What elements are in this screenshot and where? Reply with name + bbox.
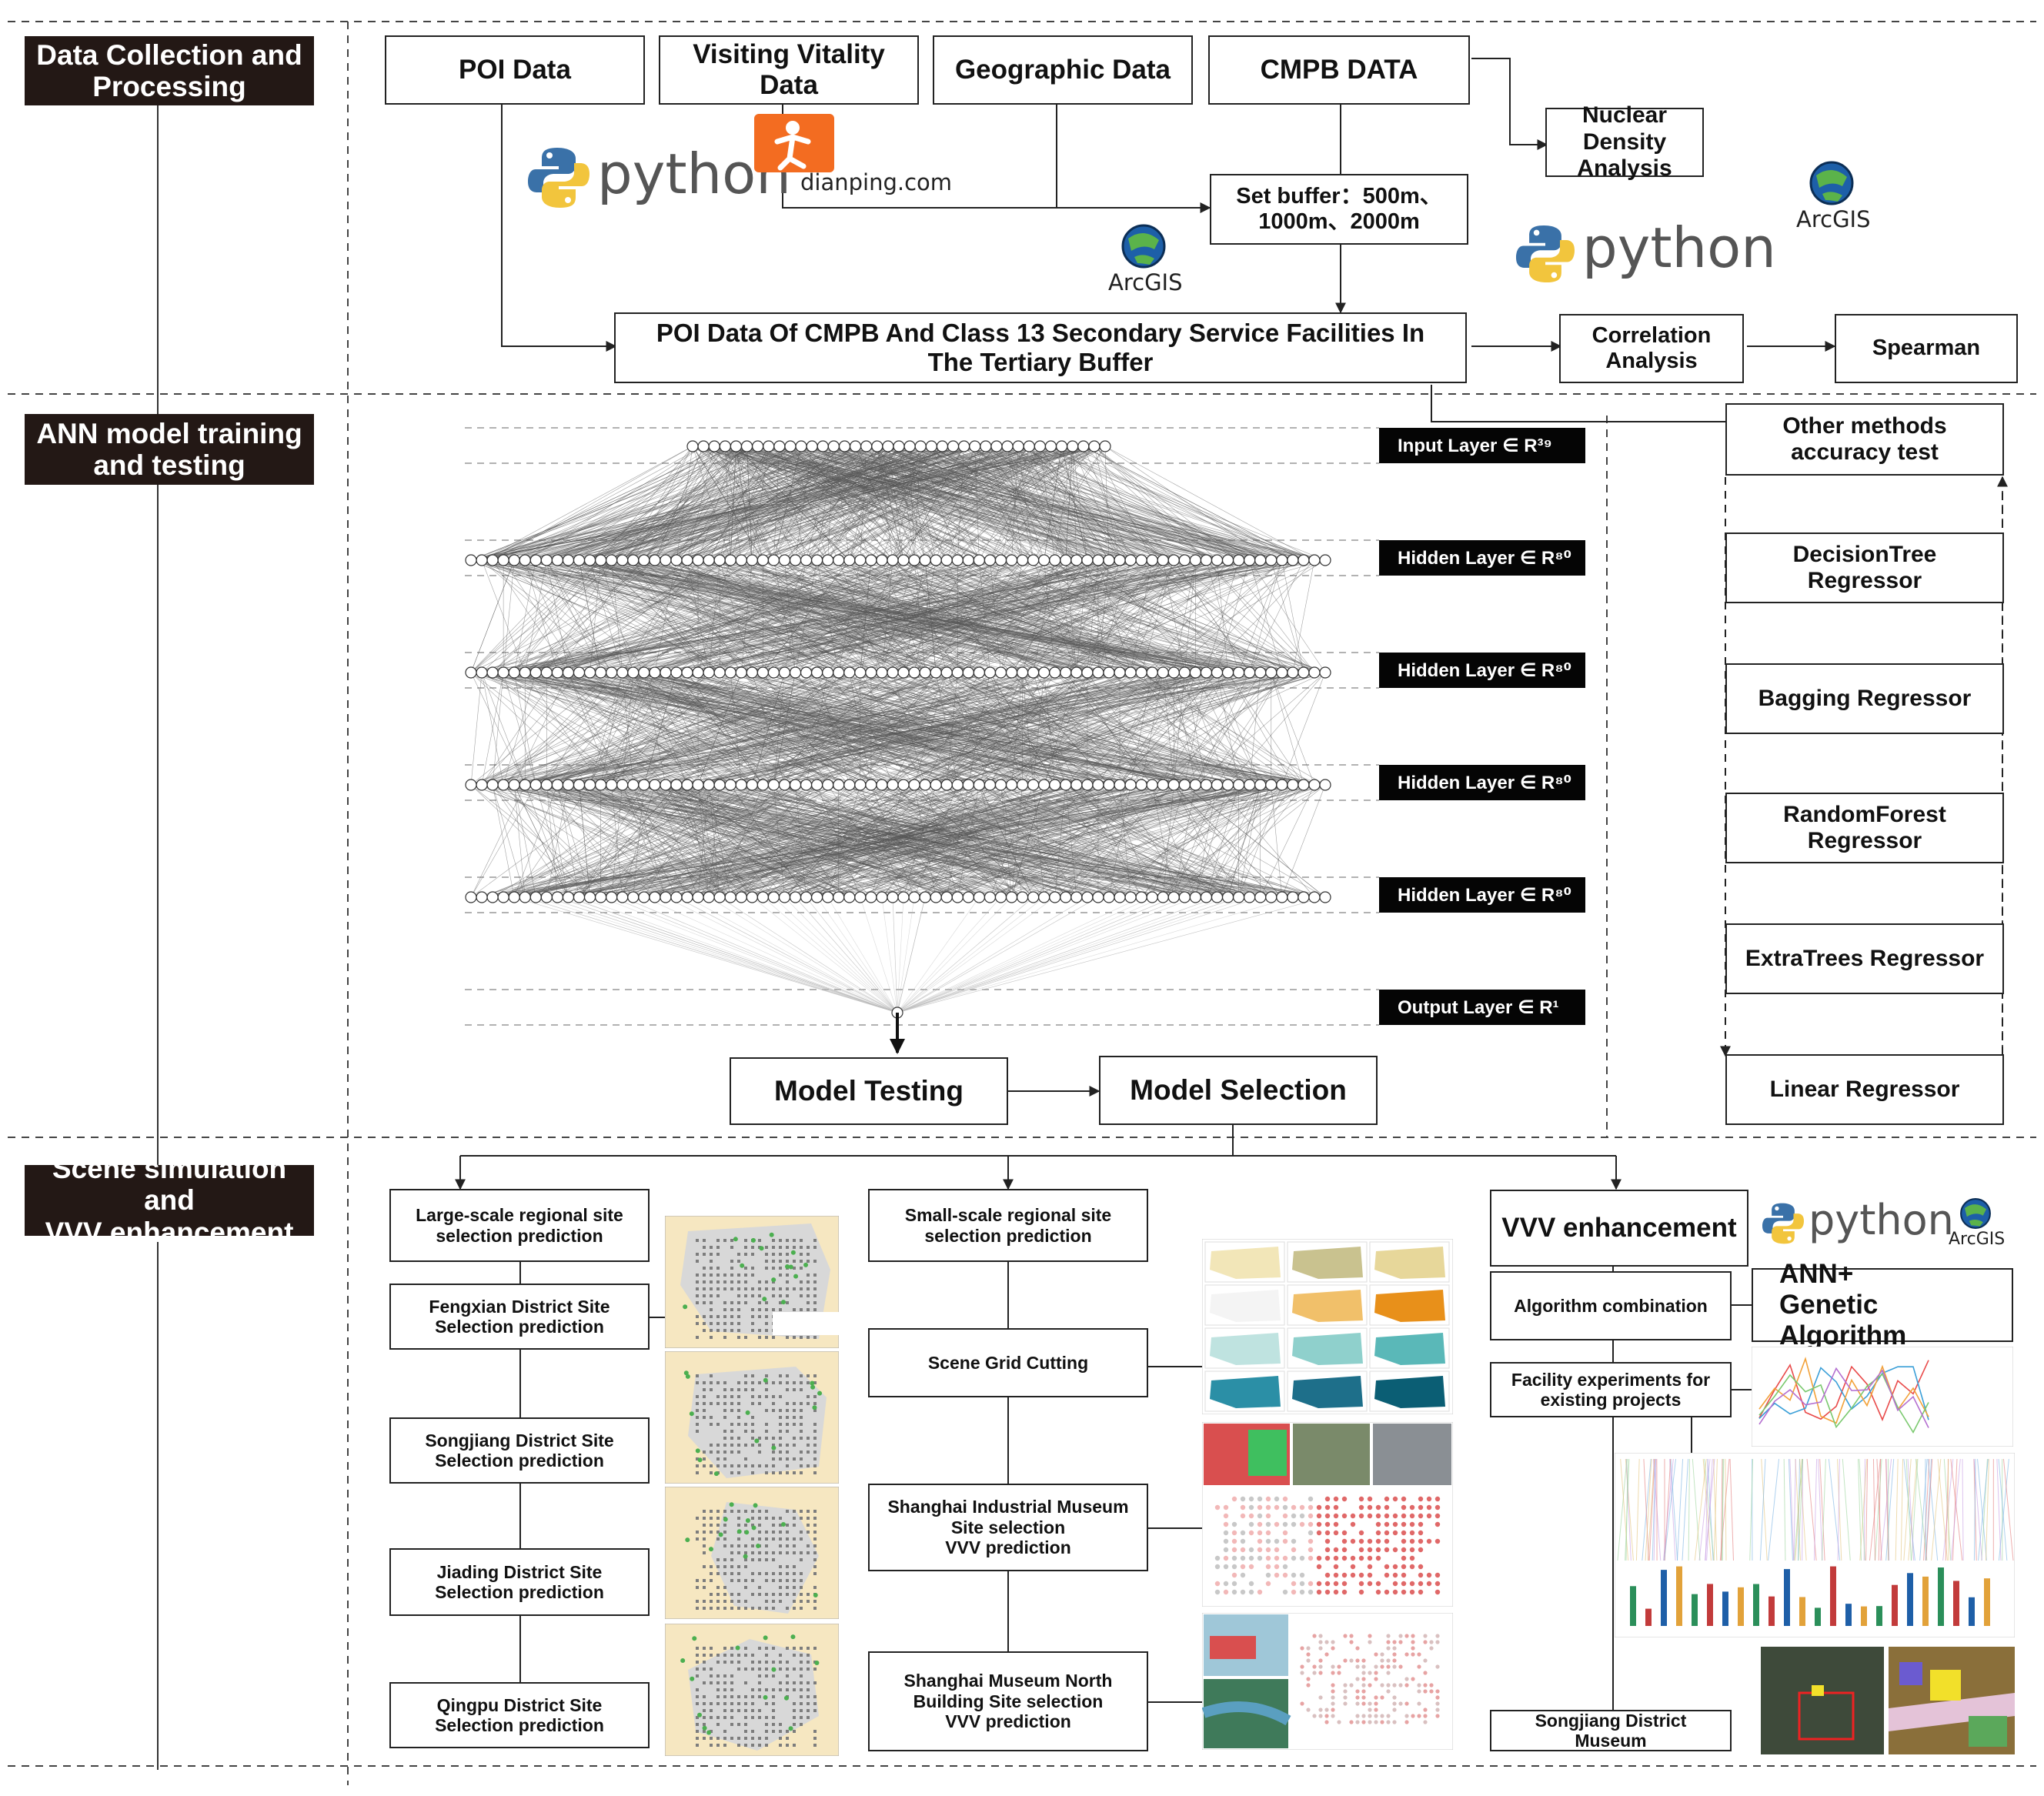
ann-network-nodes — [465, 440, 1331, 1019]
linear-regressor-box: Linear Regressor — [1725, 1054, 2004, 1125]
dianping-logo — [754, 114, 834, 172]
arcgis-logo-text-3: ArcGIS — [1949, 1230, 2006, 1249]
other-methods-box: Other methods accuracy test — [1725, 403, 2004, 476]
hidden-layer-label-2: Hidden Layer ∈ R⁸⁰ — [1379, 653, 1585, 688]
python-snake-icon — [1762, 1203, 1804, 1244]
songjiang-map-thumbnail — [665, 1351, 839, 1484]
qingpu-map-thumbnail — [665, 1624, 839, 1756]
python-logo-text-3: python — [1809, 1196, 1954, 1244]
decisiontree-box: DecisionTree Regressor — [1725, 532, 2004, 603]
nuclear-density-box: Nuclear Density Analysis — [1545, 102, 1704, 181]
python-logo-3 — [1762, 1202, 1804, 1249]
industrial-museum-thumbnails — [1202, 1422, 1453, 1607]
python-logo-2 — [1516, 223, 1575, 289]
songjiang-museum-map-thumbnail — [1761, 1647, 2015, 1754]
arcgis-globe-icon — [1121, 223, 1167, 273]
facility-experiments-box: Facility experiments for existing projec… — [1490, 1362, 1732, 1417]
python-logo-text-2: python — [1582, 215, 1776, 280]
small-scale-box: Small-scale regional site selection pred… — [868, 1189, 1148, 1262]
songjiang-box: Songjiang District Site Selection predic… — [389, 1417, 650, 1484]
visiting-vitality-box: Visiting Vitality Data — [659, 35, 919, 105]
hidden-layer-label-4: Hidden Layer ∈ R⁸⁰ — [1379, 877, 1585, 913]
poi-cmpb-buffer-box: POI Data Of CMPB And Class 13 Secondary … — [614, 312, 1467, 383]
jiading-box: Jiading District Site Selection predicti… — [389, 1548, 650, 1616]
arcgis-globe-icon — [1809, 160, 1855, 210]
fengxian-box: Fengxian District Site Selection predict… — [389, 1284, 650, 1350]
ann-genetic-box: ANN+ Genetic Algorithm — [1752, 1259, 2013, 1350]
section-ann-training: ANN model training and testing — [25, 414, 314, 485]
large-scale-box: Large-scale regional site selection pred… — [389, 1189, 650, 1262]
arcgis-globe-icon — [1959, 1197, 1992, 1233]
hidden-layer-label-3: Hidden Layer ∈ R⁸⁰ — [1379, 765, 1585, 800]
museum-north-thumbnails — [1202, 1613, 1453, 1750]
extratrees-box: ExtraTrees Regressor — [1725, 923, 2004, 994]
poi-data-box: POI Data — [385, 35, 645, 105]
ann-network-edges — [470, 446, 1326, 1013]
fengxian-map-thumbnail — [665, 1216, 839, 1348]
arcgis-logo-text-2: ArcGIS — [1796, 206, 1871, 232]
section-data-collection: Data Collection and Processing — [25, 36, 314, 105]
buffer-box: Set buffer：500m、 1000m、2000m — [1210, 174, 1468, 245]
output-layer-label: Output Layer ∈ R¹ — [1379, 990, 1585, 1025]
jiading-map-thumbnail — [665, 1487, 839, 1619]
bagging-box: Bagging Regressor — [1725, 663, 2004, 734]
museum-north-box: Shanghai Museum North Building Site sele… — [868, 1651, 1148, 1751]
vvv-enhancement-box: VVV enhancement — [1490, 1190, 1748, 1267]
qingpu-box: Qingpu District Site Selection predictio… — [389, 1682, 650, 1748]
model-selection-box: Model Selection — [1099, 1056, 1378, 1125]
hidden-layer-label-1: Hidden Layer ∈ R⁸⁰ — [1379, 540, 1585, 576]
industrial-museum-box: Shanghai Industrial Museum Site selectio… — [868, 1484, 1148, 1571]
spearman-box: Spearman — [1835, 314, 2018, 383]
line-chart-thumbnail — [1752, 1347, 2013, 1447]
geographic-data-box: Geographic Data — [933, 35, 1193, 105]
section-scene-simulation: Scene simulation and VVV enhancement — [25, 1153, 314, 1248]
python-snake-icon — [528, 148, 589, 208]
section-separators — [8, 21, 2036, 1785]
songjiang-museum-box: Songjiang District Museum — [1490, 1710, 1732, 1751]
cmpb-data-box: CMPB DATA — [1208, 35, 1470, 105]
dianping-person-icon — [774, 121, 811, 171]
dianping-logo-text: dianping.com — [800, 169, 953, 195]
correlation-analysis-box: Correlation Analysis — [1559, 314, 1744, 383]
python-snake-icon — [1516, 225, 1575, 283]
randomforest-box: RandomForest Regressor — [1725, 793, 2004, 863]
input-layer-label: Input Layer ∈ R³⁹ — [1379, 428, 1585, 463]
grid-cutting-thumbnails — [1202, 1239, 1453, 1414]
model-testing-box: Model Testing — [730, 1057, 1008, 1125]
result-charts-thumbnail — [1615, 1453, 2015, 1637]
algorithm-combination-box: Algorithm combination — [1490, 1271, 1732, 1340]
arcgis-logo-text: ArcGIS — [1108, 269, 1183, 295]
python-logo — [528, 146, 589, 213]
scene-grid-box: Scene Grid Cutting — [868, 1328, 1148, 1397]
